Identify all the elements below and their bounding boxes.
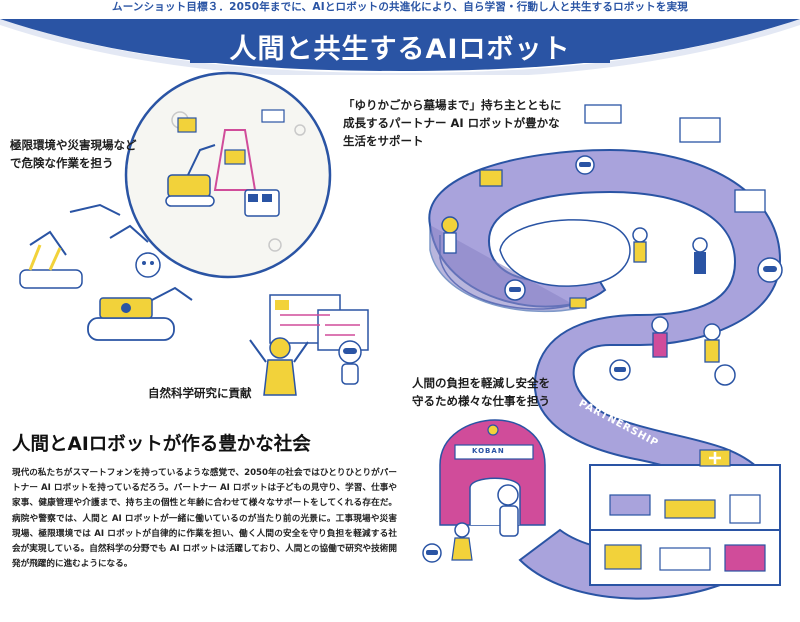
hazard-robots [19,203,193,341]
caption-burden: 人間の負担を軽減し安全を 守るため様々な仕事を担う [412,376,550,408]
top-strip: ムーンショット目標３．2050年までに、AIとロボットの共進化により、自ら学習・… [0,0,800,19]
spiral-figures [441,104,783,386]
section-title: 人間とAIロボットが作る豊かな社会 [12,434,311,455]
caption-science: 自然科学研究に貢献 [148,386,252,400]
caption-hazard: 極限環境や災害現場など で危険な作業を担う [10,138,137,170]
science-scene [249,294,369,396]
title-banner: 人間と共生するAIロボット [0,19,800,75]
koban-sign: KOBAN [472,447,505,455]
caption-lifelong: 「ゆりかごから墓場まで」持ち主とともに 成長するパートナー AI ロボットが豊か… [343,98,562,148]
section-body: 現代の私たちがスマートフォンを持っているような感覚で、2050年の社会ではひとり… [12,468,397,570]
moon-illustration [124,71,332,279]
koban-hospital-scene [422,419,781,586]
moonshot-goal-subtitle: ムーンショット目標３．2050年までに、AIとロボットの共進化により、自ら学習・… [112,1,688,13]
page-title: 人間と共生するAIロボット [229,34,571,65]
banner-shape [0,19,800,75]
